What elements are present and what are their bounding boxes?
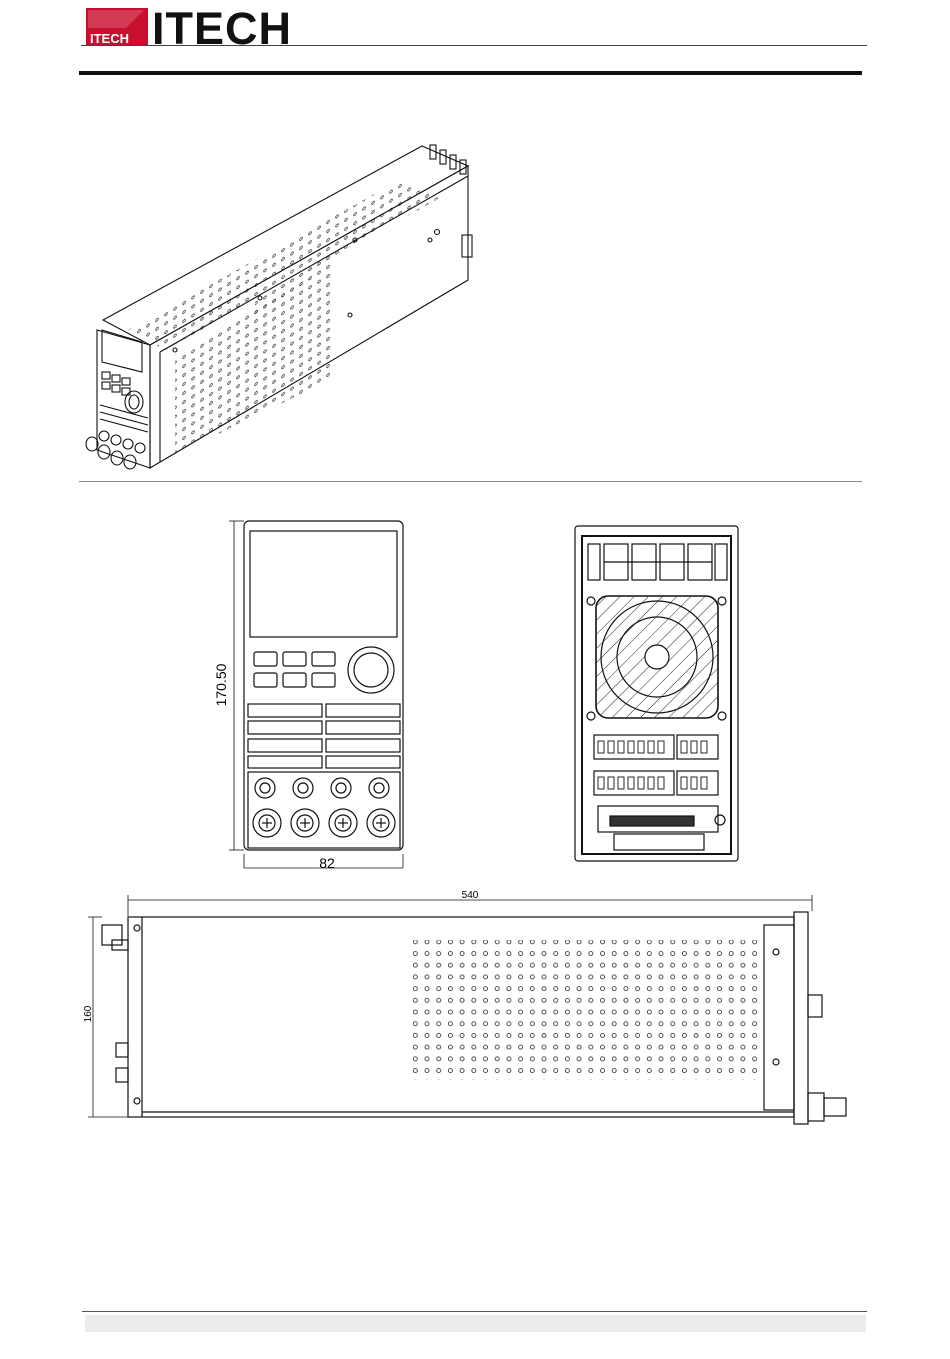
side-length-dimension: 540 <box>462 890 479 901</box>
front-display <box>250 531 397 637</box>
isometric-view <box>86 145 472 469</box>
side-view <box>88 895 846 1124</box>
front-width-dimension: 82 <box>319 855 335 871</box>
rear-view <box>575 526 738 861</box>
front-view <box>229 521 403 868</box>
side-height-dimension: 160 <box>83 1005 94 1022</box>
front-height-dimension: 170.50 <box>213 663 229 706</box>
